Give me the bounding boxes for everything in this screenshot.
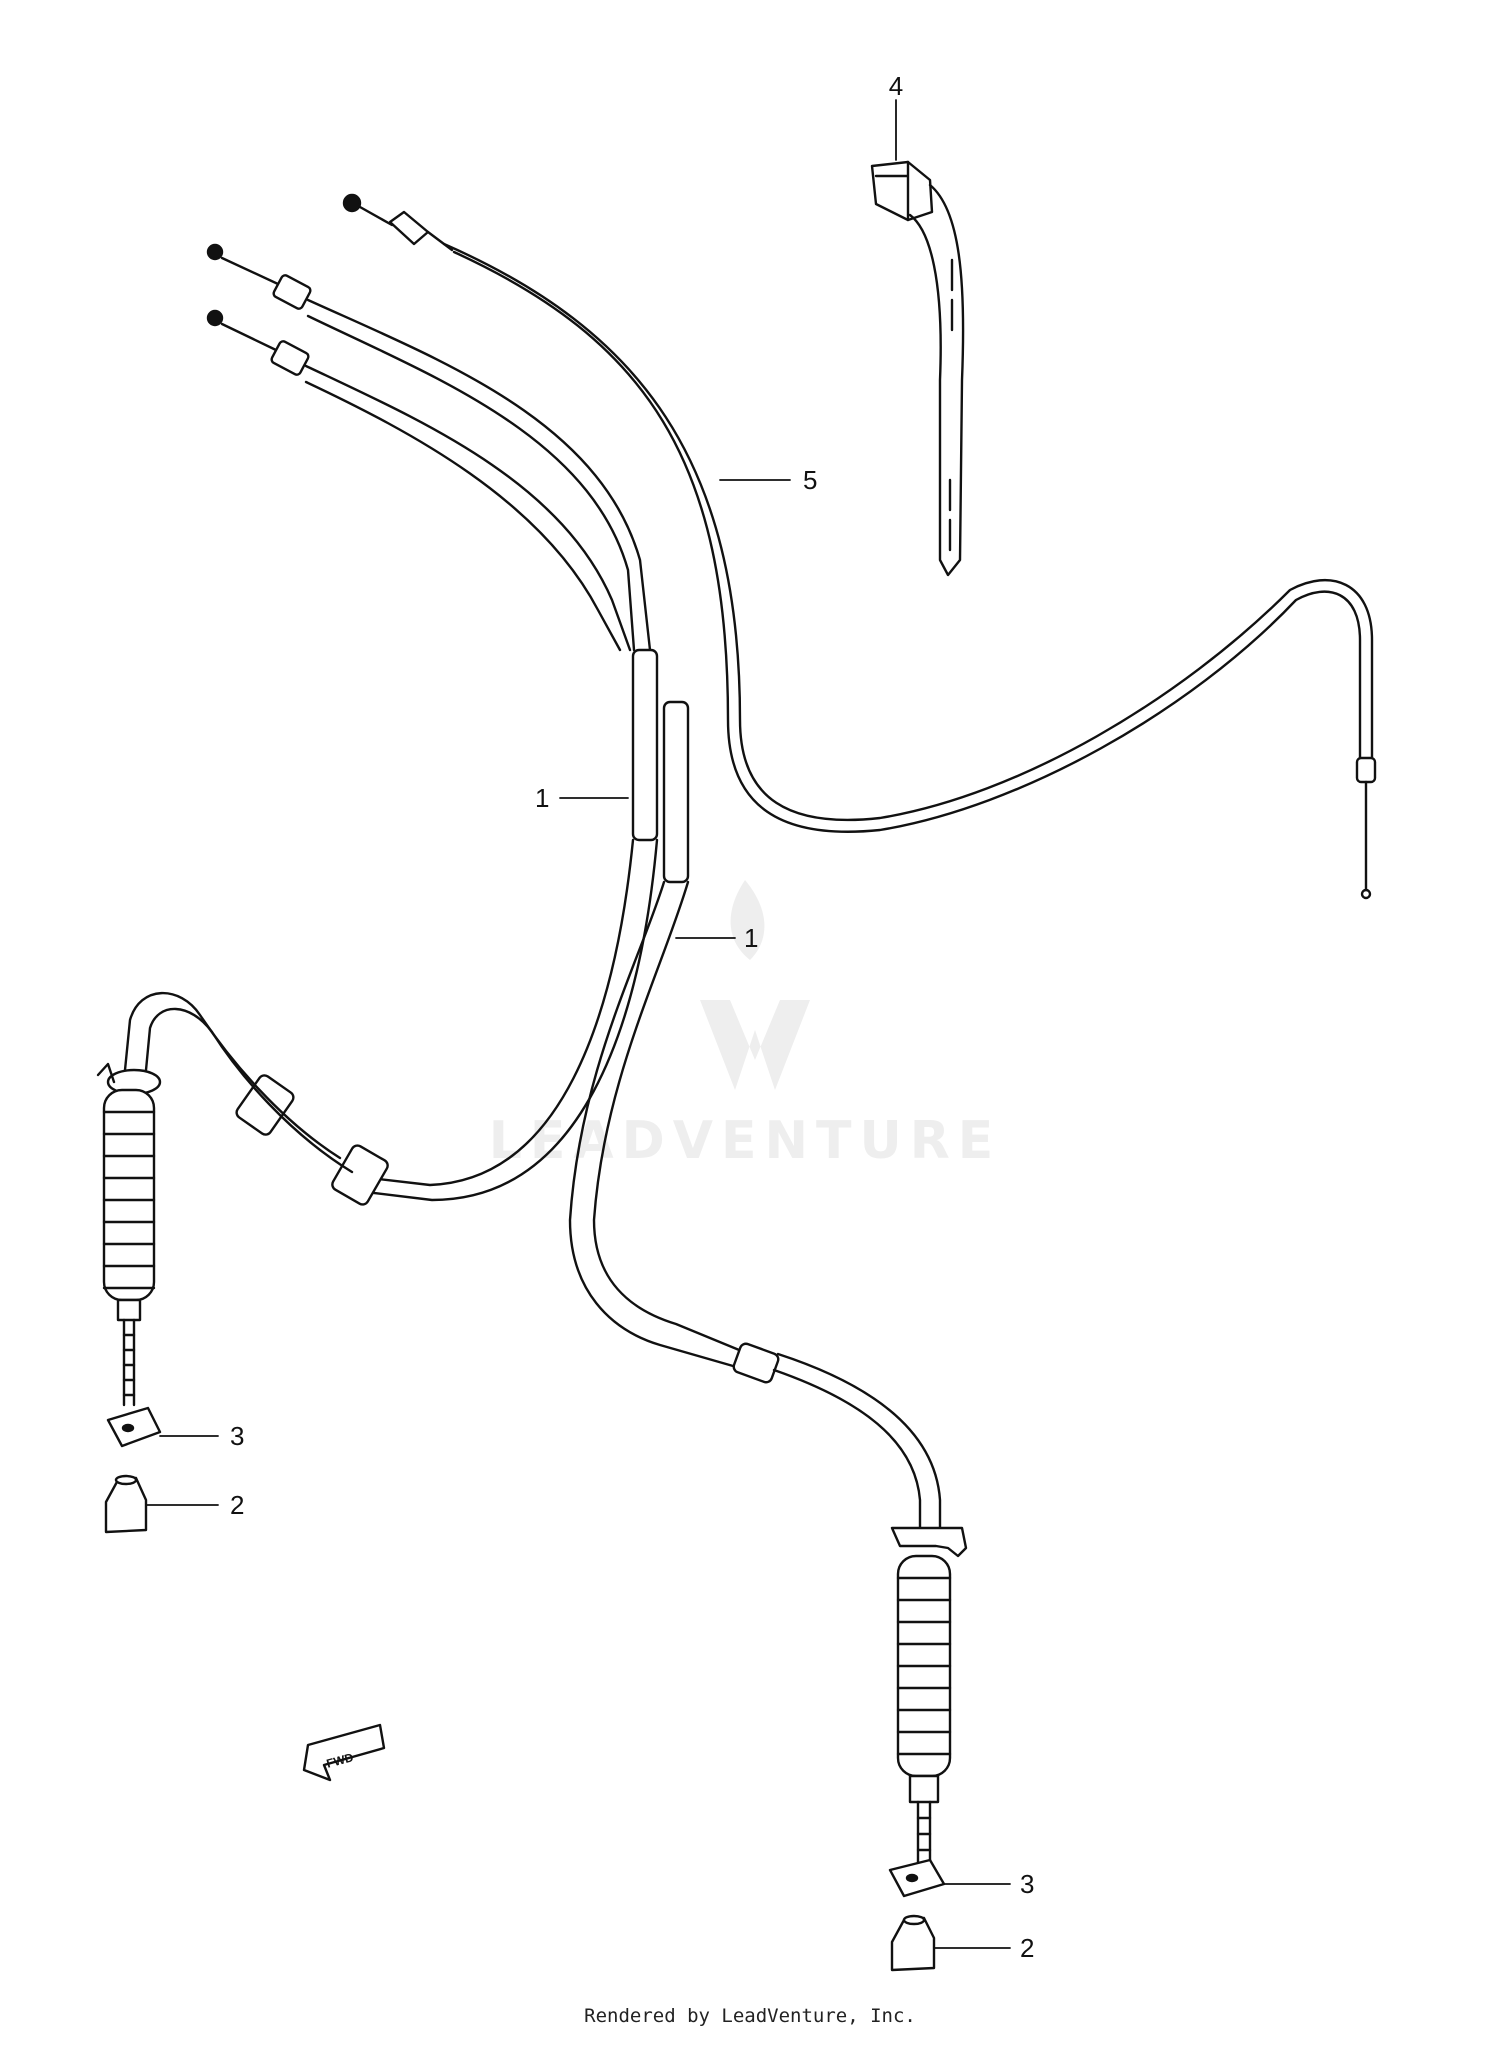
part-3-nut-left [106,1406,162,1448]
part-2-cap-right [890,1914,936,1972]
footer-credit: Rendered by LeadVenture, Inc. [584,2005,916,2027]
callout-2-right: 2 [1020,1933,1034,1963]
callout-3-left: 3 [230,1421,244,1451]
callout-1-lower: 1 [744,923,758,953]
part-3-nut-right [888,1858,946,1898]
leadventure-watermark: LEADVENTURE [489,880,1002,1171]
fwd-arrow-marker [302,1723,386,1782]
cable-5 [342,193,1377,900]
leader-lines [145,99,1011,1949]
callout-2-left: 2 [230,1490,244,1520]
part-4-clamp [870,160,965,577]
cable-1-front [96,243,659,1407]
callout-3-right: 3 [1020,1869,1034,1899]
fwd-label: FWD [325,1750,355,1771]
callout-5: 5 [803,465,817,495]
callout-4: 4 [889,71,903,101]
part-2-cap-left [104,1474,148,1534]
watermark-text: LEADVENTURE [489,1111,1002,1171]
callout-1-upper: 1 [535,783,549,813]
